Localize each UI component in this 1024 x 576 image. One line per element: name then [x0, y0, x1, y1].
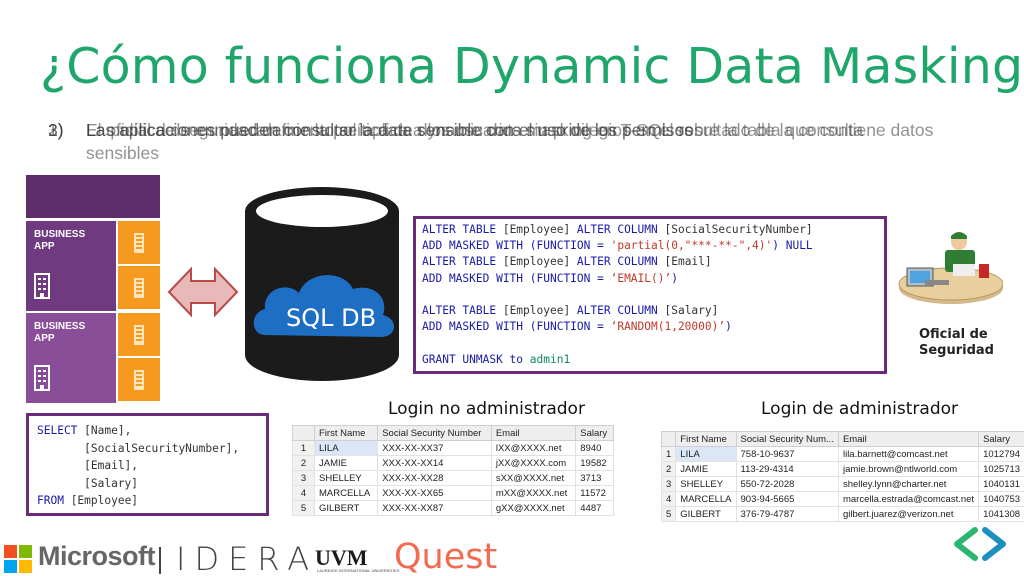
login-admin-title: Login de administrador	[761, 399, 959, 419]
idera-logo: IDERA	[176, 540, 319, 576]
orange-tile-1	[118, 221, 160, 264]
bullet-3-text: Las aplicaciones pueden consultar la dat…	[86, 120, 694, 140]
table-row[interactable]: 4 MARCELLA 903-94-5665 marcella.estrada@…	[660, 491, 1024, 507]
non-admin-results-grid: First Name Social Security Number Email …	[292, 425, 614, 516]
business-app-1-label: BUSINESS APP	[34, 229, 86, 252]
quest-logo: Quest	[394, 537, 498, 576]
app-header-block	[26, 175, 160, 218]
table-row[interactable]: 3 SHELLEY XXX-XX-XX28 sXX@XXXX.net 3713	[292, 470, 614, 486]
table-row[interactable]: 4 MARCELLA XXX-XX-XX65 mXX@XXXX.net 1157…	[292, 485, 614, 501]
small-building-icon	[134, 369, 144, 390]
login-non-admin-title: Login no administrador	[388, 399, 585, 419]
sql-db-label: SQL DB	[286, 304, 377, 332]
uvm-logo: UVM	[315, 545, 368, 570]
orange-tile-2	[118, 266, 160, 309]
admin-results-grid: First Name Social Security Num... Email …	[660, 431, 1024, 522]
sql-db-cylinder	[243, 185, 401, 390]
microsoft-logo-text: Microsoft	[38, 541, 156, 571]
business-app-2-label: BUSINESS APP	[34, 321, 86, 344]
table-row[interactable]: 1 LILA 758-10-9637 lila.barnett@comcast.…	[660, 446, 1024, 462]
bullet-2-num: 2)	[48, 120, 64, 140]
orange-tile-4	[118, 358, 160, 401]
grid-header-row: First Name Social Security Number Email …	[292, 425, 614, 441]
building-icon	[34, 273, 50, 303]
security-officer-icon	[893, 228, 1004, 318]
microsoft-logo-icon	[4, 545, 32, 573]
grid-header-row: First Name Social Security Num... Email …	[660, 431, 1024, 447]
double-arrow-icon	[167, 266, 239, 323]
table-row[interactable]: 3 SHELLEY 550-72-2028 shelley.lynn@chart…	[660, 476, 1024, 492]
select-query-code: SELECT [Name], [SocialSecurityNumber], […	[26, 413, 269, 516]
bullet-2-text: La política de enmascaramiento se aplica…	[86, 120, 864, 140]
small-building-icon	[134, 324, 144, 345]
small-building-icon	[134, 277, 144, 298]
table-row[interactable]: 2 JAMIE XXX-XX-XX14 jXX@XXXX.com 19582	[292, 455, 614, 471]
slide-nav-arrows-icon[interactable]	[951, 525, 1009, 563]
slide-title: ¿Cómo funciona Dynamic Data Masking?	[40, 38, 1024, 95]
table-row[interactable]: 5 GILBERT XXX-XX-XX87 gXX@XXXX.net 4487	[292, 500, 614, 516]
business-app-2: BUSINESS APP	[26, 313, 116, 403]
small-building-icon	[134, 232, 144, 253]
table-row[interactable]: 2 JAMIE 113-29-4314 jamie.brown@ntlworld…	[660, 461, 1024, 477]
business-app-1: BUSINESS APP	[26, 221, 116, 311]
table-row[interactable]: 1 LILA XXX-XX-XX37 lXX@XXXX.net 8940	[292, 440, 614, 456]
bullet-1-text: El oficial de seguridad define la políti…	[86, 120, 934, 163]
uvm-logo-subtitle: LAUREATE INTERNATIONAL UNIVERSITIES	[317, 568, 400, 573]
orange-tile-3	[118, 313, 160, 356]
security-officer-label: Oficial de Seguridad	[919, 327, 994, 358]
building-icon	[34, 365, 50, 395]
bullet-1-num: 1)	[48, 120, 64, 140]
bullet-3-num: 3)	[48, 120, 64, 140]
table-row[interactable]: 5 GILBERT 376-79-4787 gilbert.juarez@ver…	[660, 506, 1024, 522]
logo-separator	[159, 547, 161, 574]
masking-policy-code: ALTER TABLE [Employee] ALTER COLUMN [Soc…	[413, 216, 887, 374]
overlapping-bullets: 1) El oficial de seguridad define la pol…	[48, 119, 1008, 175]
